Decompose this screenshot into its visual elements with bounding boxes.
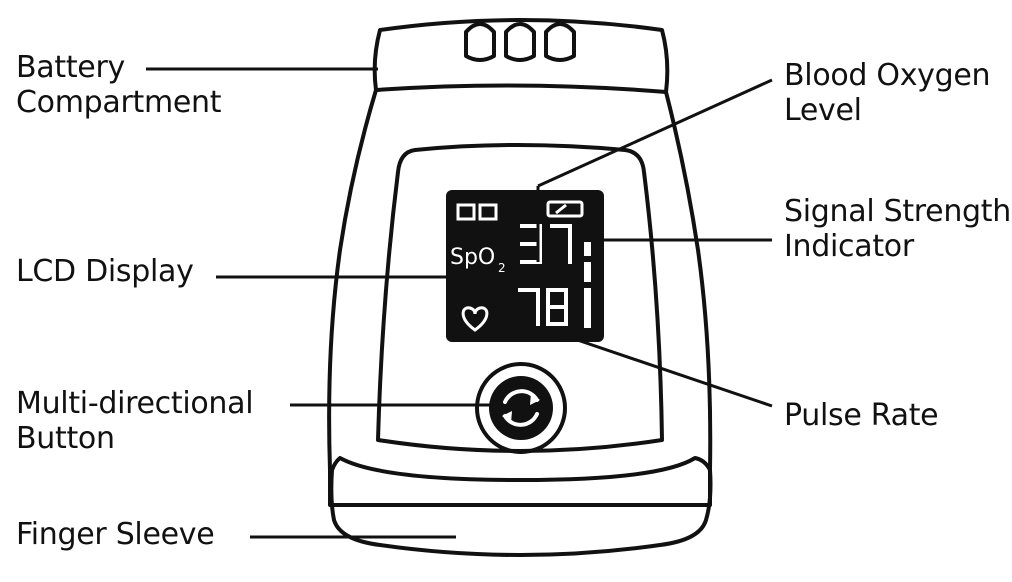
heart-icon [461, 306, 489, 332]
label-battery-compartment: Battery Compartment [16, 50, 222, 120]
button-inner-disc [489, 376, 553, 440]
device-body [327, 18, 713, 507]
label-blood-oxygen-line-1: Blood Oxygen [784, 58, 991, 93]
label-lcd-display: LCD Display [16, 254, 194, 289]
label-signal-strength-line-2: Indicator [784, 229, 914, 264]
label-battery-line-1: Battery [16, 50, 125, 85]
label-finger-sleeve: Finger Sleeve [16, 517, 215, 552]
signal-bar-1 [584, 288, 591, 328]
label-signal-strength-indicator: Signal Strength Indicator [784, 194, 1011, 264]
label-button-line-2: Button [16, 421, 115, 456]
leader-blood-oxygen [537, 78, 773, 188]
spo2-digit-2 [550, 224, 572, 264]
signal-bar-2 [584, 262, 591, 282]
button-outer-ring [475, 362, 567, 454]
battery-compartment [374, 83, 668, 94]
battery-grip-ridge-3 [544, 22, 576, 62]
leader-pulse-rate [547, 328, 773, 408]
pulse-digit-1 [518, 288, 540, 326]
label-button-line-1: Multi-directional [16, 386, 254, 421]
finger-sleeve [329, 456, 713, 557]
spo2-label: SpO [450, 245, 495, 270]
label-pulse-rate: Pulse Rate [784, 398, 939, 433]
label-signal-strength-line-1: Signal Strength [784, 194, 1011, 229]
signal-icon-left [456, 203, 476, 221]
pulse-digit-2 [546, 288, 568, 326]
signal-icon-right [478, 203, 498, 221]
label-blood-oxygen-line-2: Level [784, 93, 862, 128]
battery-grip-ridge-1 [464, 22, 496, 62]
battery-icon [546, 200, 584, 218]
signal-bar-3 [584, 242, 591, 256]
label-multi-directional-button: Multi-directional Button [16, 386, 254, 456]
label-blood-oxygen-level: Blood Oxygen Level [784, 58, 991, 128]
spo2-subscript: 2 [498, 261, 506, 275]
battery-grip-ridge-2 [504, 22, 536, 62]
label-battery-line-2: Compartment [16, 85, 222, 120]
